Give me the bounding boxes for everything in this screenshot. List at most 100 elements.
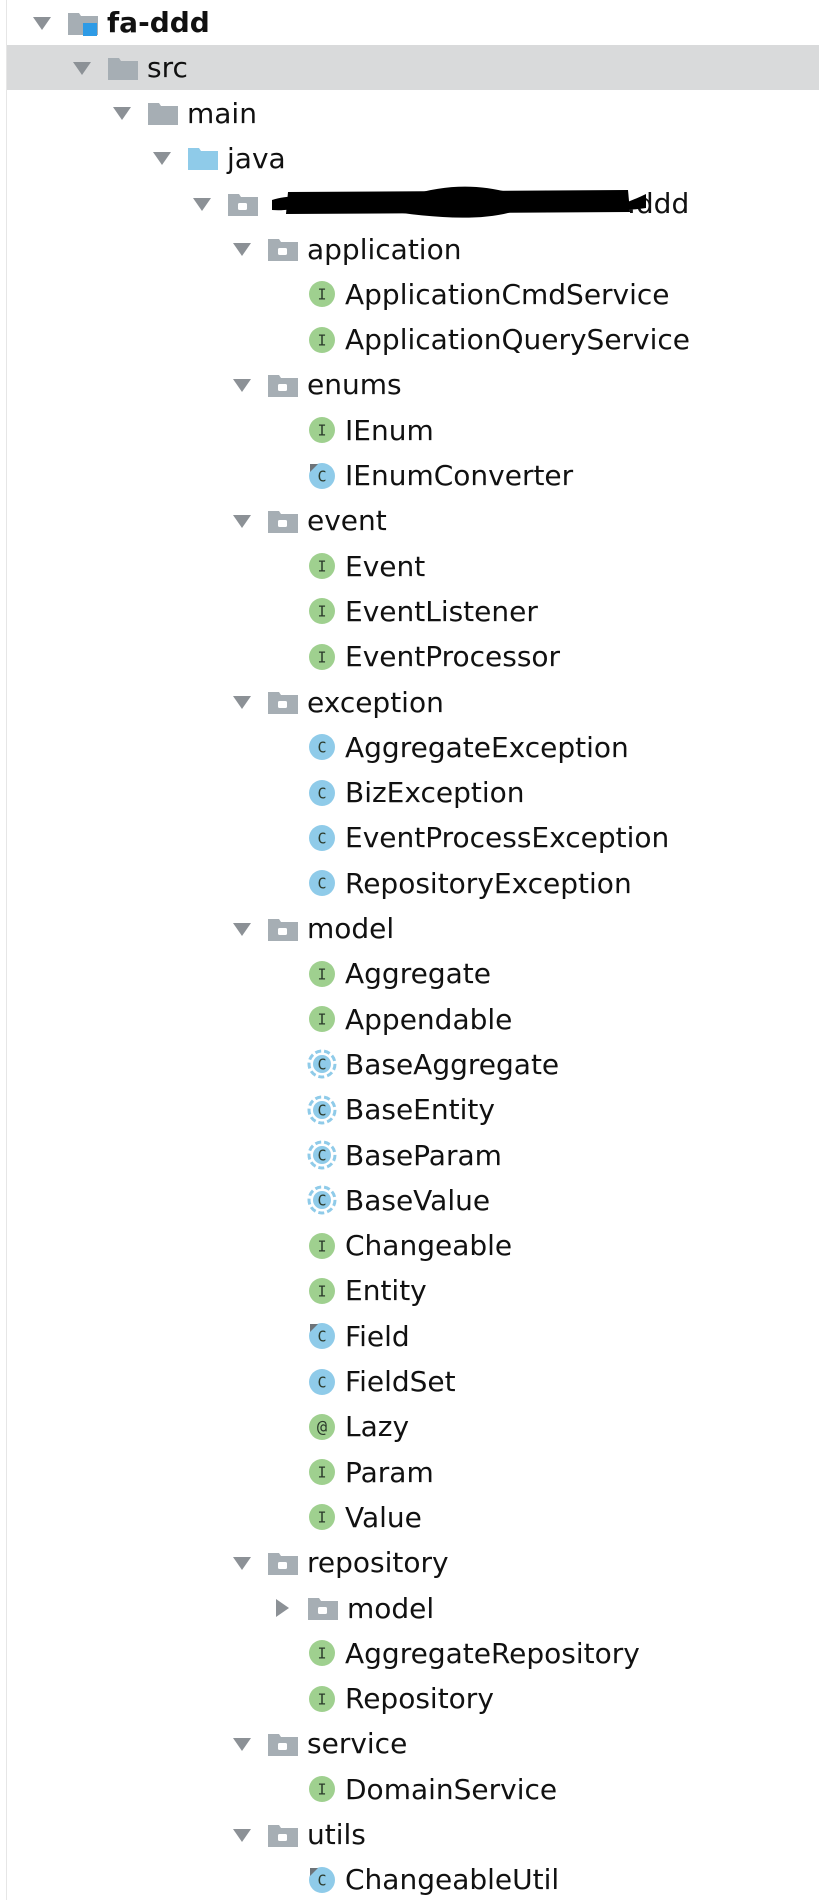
expand-arrow-down-icon[interactable] <box>227 1721 257 1766</box>
svg-text:C: C <box>317 739 326 757</box>
tree-node-exception[interactable]: exception <box>7 680 819 725</box>
svg-text:I: I <box>317 1509 326 1527</box>
abstract-class-badge-icon: C <box>307 1185 337 1215</box>
svg-text:I: I <box>317 1645 326 1663</box>
expand-arrow-down-icon[interactable] <box>187 181 217 226</box>
class-marked-badge-icon: C <box>307 1321 337 1351</box>
tree-node-lazy[interactable]: @Lazy <box>7 1404 819 1449</box>
class-badge-icon: C <box>307 868 337 898</box>
tree-node-label: RepositoryException <box>345 866 632 900</box>
interface-badge-icon: I <box>307 642 337 672</box>
tree-node-main[interactable]: main <box>7 91 819 136</box>
tree-node-aggregateexception[interactable]: C AggregateException <box>7 725 819 770</box>
tree-node-eventlistener[interactable]: I EventListener <box>7 589 819 634</box>
interface-badge-icon: I <box>307 1774 337 1804</box>
tree-node-label: java <box>227 141 286 175</box>
tree-node-label: AggregateRepository <box>345 1636 640 1670</box>
expand-arrow-down-icon[interactable] <box>67 45 97 90</box>
tree-node-enums[interactable]: enums <box>7 362 819 407</box>
tree-node-label: Entity <box>345 1274 427 1308</box>
svg-text:C: C <box>317 1101 326 1119</box>
tree-node-application[interactable]: application <box>7 227 819 272</box>
interface-badge-icon: I <box>307 1457 337 1487</box>
tree-node-label: exception <box>307 685 444 719</box>
tree-node-label: Repository <box>345 1682 494 1716</box>
tree-node-entity[interactable]: I Entity <box>7 1268 819 1313</box>
tree-node-model[interactable]: model <box>7 1586 819 1631</box>
tree-node-label: FieldSet <box>345 1365 456 1398</box>
tree-node-label: AggregateException <box>345 730 629 764</box>
tree-node-model[interactable]: model <box>7 906 819 951</box>
tree-node-repositoryexception[interactable]: C RepositoryException <box>7 861 819 906</box>
expand-arrow-down-icon[interactable] <box>227 227 257 272</box>
tree-node-label: ApplicationCmdService <box>345 277 670 311</box>
tree-node-baseentity[interactable]: C BaseEntity <box>7 1087 819 1132</box>
annotation-badge-icon: @ <box>307 1412 337 1442</box>
tree-node-ddd[interactable]: .ddd <box>7 181 819 226</box>
svg-text:I: I <box>317 1282 326 1300</box>
tree-node-label: BaseEntity <box>345 1093 495 1127</box>
svg-text:C: C <box>317 1147 326 1165</box>
interface-badge-icon: I <box>307 1638 337 1668</box>
expand-arrow-down-icon[interactable] <box>227 906 257 951</box>
expand-arrow-down-icon[interactable] <box>227 362 257 407</box>
tree-node-label: repository <box>307 1546 449 1580</box>
expand-arrow-down-icon[interactable] <box>27 0 57 45</box>
tree-node-label: Aggregate <box>345 957 491 991</box>
tree-node-param[interactable]: I Param <box>7 1450 819 1495</box>
tree-node-label: Param <box>345 1455 434 1489</box>
tree-node-label: model <box>307 912 395 945</box>
tree-node-fa-ddd[interactable]: fa-ddd <box>7 0 819 45</box>
tree-node-aggregaterepository[interactable]: I AggregateRepository <box>7 1631 819 1676</box>
package-icon <box>267 1549 299 1577</box>
svg-text:I: I <box>317 1237 326 1255</box>
tree-node-repository[interactable]: repository <box>7 1540 819 1585</box>
expand-arrow-down-icon[interactable] <box>107 91 137 136</box>
tree-node-label: EventListener <box>345 594 538 628</box>
interface-badge-icon: I <box>307 415 337 445</box>
module-icon <box>67 9 99 37</box>
interface-badge-icon: I <box>307 1502 337 1532</box>
folder-icon <box>147 99 179 127</box>
tree-node-label: utils <box>307 1818 366 1851</box>
tree-node-utils[interactable]: utils <box>7 1812 819 1857</box>
expand-arrow-down-icon[interactable] <box>227 1540 257 1585</box>
collapse-arrow-right-icon[interactable] <box>267 1586 297 1631</box>
tree-node-src[interactable]: src <box>7 45 819 91</box>
svg-text:I: I <box>317 603 326 621</box>
tree-node-label: Event <box>345 549 426 583</box>
tree-node-label: ChangeableUtil <box>345 1863 560 1897</box>
svg-text:C: C <box>317 875 326 893</box>
package-icon <box>267 1821 299 1849</box>
svg-text:C: C <box>317 1328 326 1346</box>
svg-text:C: C <box>317 1192 326 1210</box>
expand-arrow-down-icon[interactable] <box>227 498 257 543</box>
expand-arrow-down-icon[interactable] <box>227 680 257 725</box>
tree-node-event[interactable]: event <box>7 498 819 543</box>
expand-arrow-down-icon[interactable] <box>147 136 177 181</box>
tree-node-java[interactable]: java <box>7 136 819 181</box>
expand-arrow-down-icon[interactable] <box>227 1812 257 1857</box>
tree-node-service[interactable]: service <box>7 1721 819 1766</box>
